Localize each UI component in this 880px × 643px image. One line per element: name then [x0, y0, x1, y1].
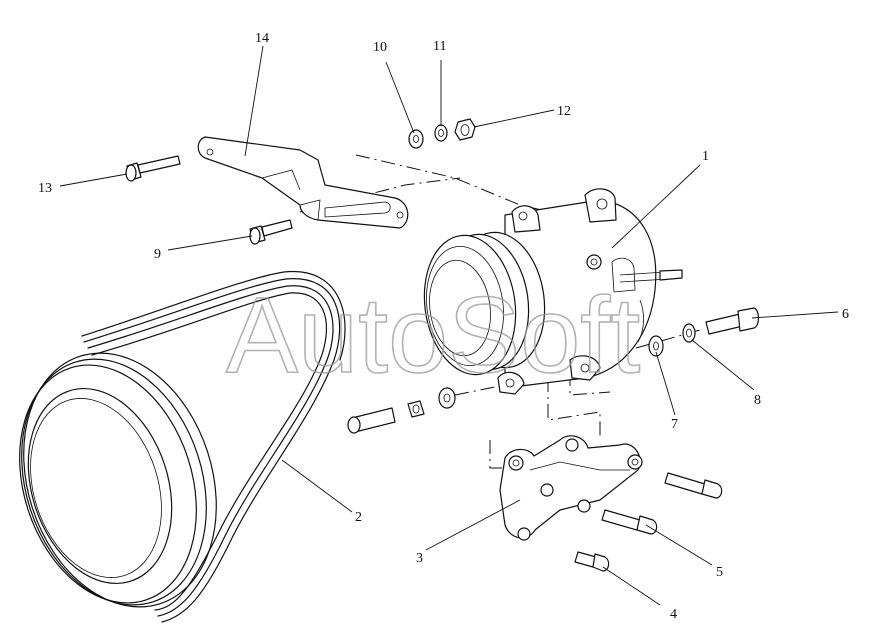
callout-14: 14 — [255, 31, 269, 46]
callout-5: 5 — [716, 565, 723, 580]
upper-mounting-bracket — [197, 136, 409, 229]
lower-bolt-set — [347, 387, 456, 434]
callout-11: 11 — [433, 39, 446, 54]
callout-6: 6 — [842, 307, 849, 322]
callout-3: 3 — [416, 551, 423, 566]
drive-belt — [81, 271, 346, 623]
crankshaft-pulley — [19, 352, 217, 608]
bolt-4 — [574, 551, 610, 572]
bolt-13 — [125, 155, 181, 182]
callout-8: 8 — [754, 393, 761, 408]
bolt-9 — [249, 219, 293, 245]
washer-7 — [648, 335, 664, 357]
nut-12 — [454, 118, 476, 141]
callout-2: 2 — [355, 510, 362, 525]
spring-washer-8 — [682, 323, 696, 343]
lower-mounting-bracket — [499, 435, 643, 541]
callout-10: 10 — [373, 40, 387, 55]
callout-12: 12 — [557, 104, 571, 119]
callout-1: 1 — [702, 149, 709, 164]
callout-13: 13 — [38, 181, 52, 196]
leader-lines — [59, 45, 839, 606]
bolt-6 — [705, 307, 760, 335]
washer-10 — [408, 129, 424, 149]
callout-7: 7 — [671, 417, 678, 432]
ac-compressor — [423, 188, 683, 395]
watermark-text: AutoSoft — [226, 274, 640, 395]
callout-9: 9 — [154, 247, 161, 262]
spring-washer-11 — [434, 124, 448, 142]
callout-4: 4 — [670, 607, 677, 622]
callout-labels: 1 2 3 4 5 6 7 8 9 10 11 12 13 14 — [38, 31, 849, 622]
